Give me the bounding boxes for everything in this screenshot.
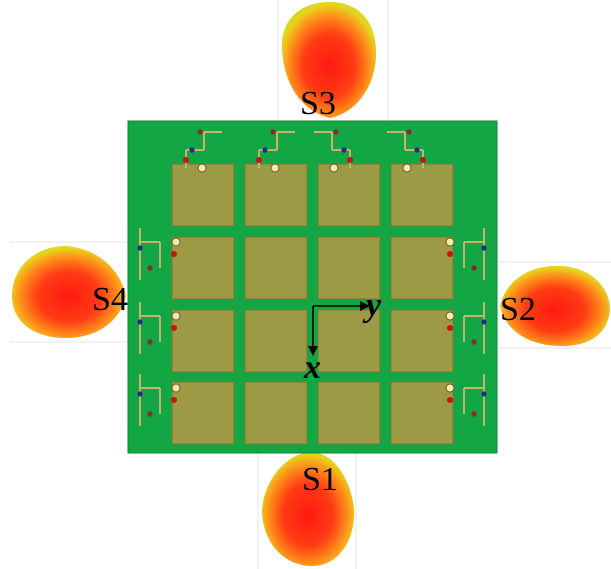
feed-component xyxy=(147,265,153,271)
y-arrow-head xyxy=(360,301,370,311)
feed-component xyxy=(414,147,420,153)
patch-element xyxy=(171,381,235,445)
feed-component xyxy=(406,129,412,135)
patch-element xyxy=(317,163,381,227)
feed-via xyxy=(171,311,181,321)
feed-component xyxy=(137,245,143,251)
patch-element xyxy=(244,163,308,227)
feed-component xyxy=(171,325,177,331)
feed-component xyxy=(471,339,477,345)
s3-label: S3 xyxy=(300,85,336,122)
patch-element xyxy=(317,381,381,445)
x-arrow-head xyxy=(308,346,318,356)
feed-via xyxy=(329,163,339,173)
s4-radiation-lobe xyxy=(12,246,126,338)
feed-component xyxy=(147,339,153,345)
patch-element xyxy=(244,381,308,445)
feed-component xyxy=(183,157,189,163)
feed-via xyxy=(197,163,207,173)
feed-component xyxy=(270,129,276,135)
s2-radiation-lobe xyxy=(500,265,610,346)
feed-component xyxy=(471,265,477,271)
feed-via xyxy=(445,383,455,393)
s1-radiation-lobe xyxy=(262,452,355,566)
feed-via xyxy=(445,311,455,321)
patch-element xyxy=(317,236,381,300)
feed-component xyxy=(420,157,426,163)
patch-element xyxy=(390,381,454,445)
feed-component xyxy=(447,325,453,331)
patch-element xyxy=(171,309,235,373)
patch-element xyxy=(390,309,454,373)
feed-component xyxy=(256,157,262,163)
feed-component xyxy=(481,391,487,397)
feed-component xyxy=(137,319,143,325)
feed-component xyxy=(171,397,177,403)
s4-label: S4 xyxy=(92,281,128,318)
patch-element xyxy=(244,236,308,300)
feed-component xyxy=(147,411,153,417)
feed-component xyxy=(197,129,203,135)
feed-component xyxy=(262,147,268,153)
feed-component xyxy=(171,251,177,257)
feed-component xyxy=(189,147,195,153)
feed-component xyxy=(347,157,353,163)
lobe-frame-lines xyxy=(10,0,611,569)
feed-via xyxy=(402,163,412,173)
feed-component xyxy=(481,319,487,325)
patch-element xyxy=(390,236,454,300)
feed-component xyxy=(137,391,143,397)
patch-element xyxy=(317,309,381,373)
coordinate-axes xyxy=(308,301,370,356)
feed-component xyxy=(471,411,477,417)
feed-component xyxy=(481,245,487,251)
x-axis-label: x xyxy=(303,349,321,386)
feed-networks xyxy=(137,129,487,426)
patch-element xyxy=(390,163,454,227)
patch-element xyxy=(244,309,308,373)
feed-component xyxy=(341,147,347,153)
patch-element xyxy=(171,163,235,227)
y-axis-label: y xyxy=(362,287,382,324)
s1-label: S1 xyxy=(302,461,338,498)
feed-via xyxy=(171,237,181,247)
feed-component xyxy=(447,251,453,257)
feed-component xyxy=(333,129,339,135)
feed-via xyxy=(445,237,455,247)
s3-radiation-lobe xyxy=(281,2,377,118)
s2-label: S2 xyxy=(500,291,536,328)
feed-component xyxy=(447,397,453,403)
patch-element xyxy=(171,236,235,300)
feed-via xyxy=(270,163,280,173)
feed-via xyxy=(171,383,181,393)
